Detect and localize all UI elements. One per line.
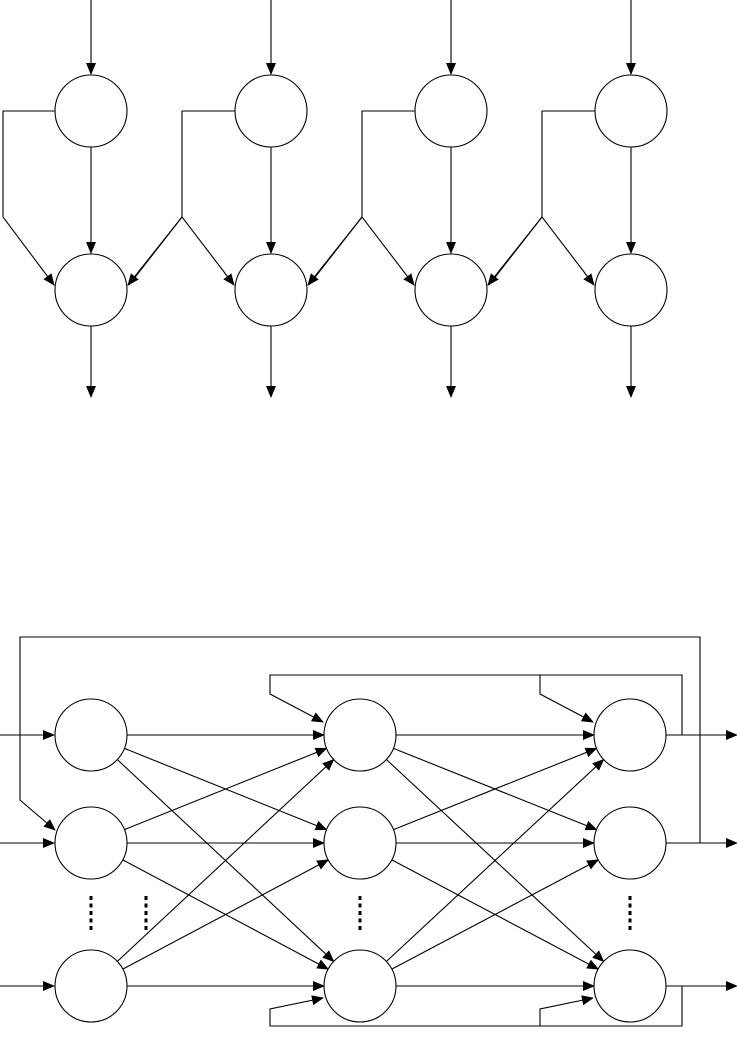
bottom-node	[595, 254, 667, 326]
top-node	[595, 75, 667, 147]
neuron-node	[594, 807, 666, 879]
cross-connection-arrow	[308, 217, 362, 285]
bottom-node	[235, 254, 307, 326]
neuron-node	[55, 950, 127, 1022]
neuron-node	[55, 807, 127, 879]
bottom-node	[55, 254, 127, 326]
cross-connection-arrow	[128, 217, 182, 285]
upper-feedback-branch	[540, 675, 593, 722]
neuron-node	[324, 807, 396, 879]
bottom-node	[415, 254, 487, 326]
feedback-line	[182, 111, 243, 285]
lower-feedback-branch	[540, 998, 593, 1026]
feedback-line	[362, 111, 423, 285]
feedback-line	[542, 111, 603, 285]
neuron-node	[324, 699, 396, 771]
top-node	[55, 75, 127, 147]
neuron-node	[594, 699, 666, 771]
neuron-node	[55, 699, 127, 771]
top-node	[415, 75, 487, 147]
neuron-node	[324, 950, 396, 1022]
bottom-diagram	[0, 637, 737, 1026]
neuron-node	[594, 950, 666, 1022]
top-node	[235, 75, 307, 147]
cross-connection-arrow	[488, 217, 542, 285]
feedback-line	[3, 111, 63, 285]
top-diagram	[3, 0, 667, 397]
